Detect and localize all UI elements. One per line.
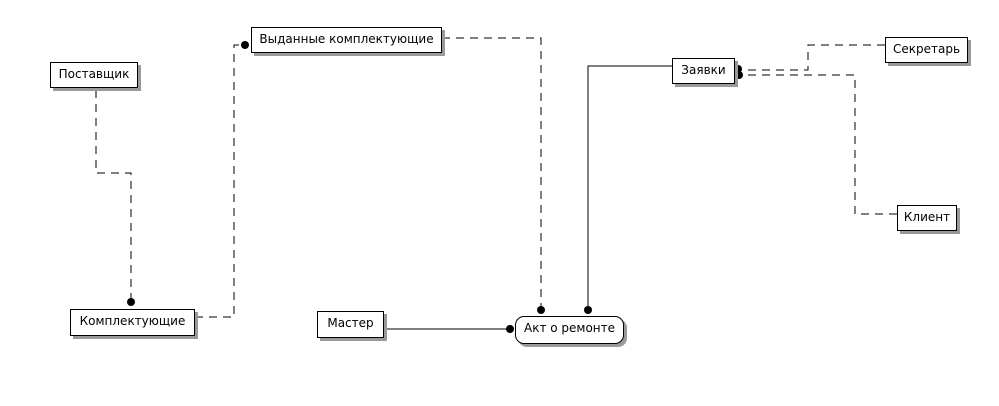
rel-postavshchik-komplektuyushchie [95,90,132,302]
entity-vydannye-komplektuyushchie[interactable]: Выданные комплектующие [251,27,442,53]
dot-zayavki-right-upper [734,65,742,73]
entity-postavshchik[interactable]: Поставщик [50,62,138,88]
dot-zayavki-right-lower [735,71,743,79]
rel-komplektuyushchie-vydannye [195,44,245,318]
entity-label: Заявки [681,63,726,77]
entity-label: Акт о ремонте [523,321,616,335]
entity-label: Комплектующие [79,314,186,328]
dot-komplektuyushchie-top [127,298,135,306]
dot-akt-top-right [584,306,592,314]
entity-komplektuyushchie[interactable]: Комплектующие [70,309,195,336]
entity-klient[interactable]: Клиент [897,205,957,231]
entity-label: Мастер [327,316,374,330]
rel-vydannye-akt [442,37,542,309]
entity-sekretar[interactable]: Секретарь [885,37,968,63]
rel-klient-zayavki [741,74,897,215]
entity-master[interactable]: Мастер [317,311,384,338]
entity-label: Выданные комплектующие [259,32,434,46]
rel-sekretar-zayavki [741,44,885,71]
entity-label: Поставщик [58,67,130,81]
entity-zayavki[interactable]: Заявки [672,58,735,84]
dot-vydannye-left [241,41,249,49]
dot-akt-left [506,325,514,333]
dot-akt-top-left [537,306,545,314]
entity-akt-o-remonte[interactable]: Акт о ремонте [515,316,624,344]
entity-label: Клиент [903,210,951,224]
entity-label: Секретарь [892,42,961,56]
rel-zayavki-akt [587,65,672,309]
